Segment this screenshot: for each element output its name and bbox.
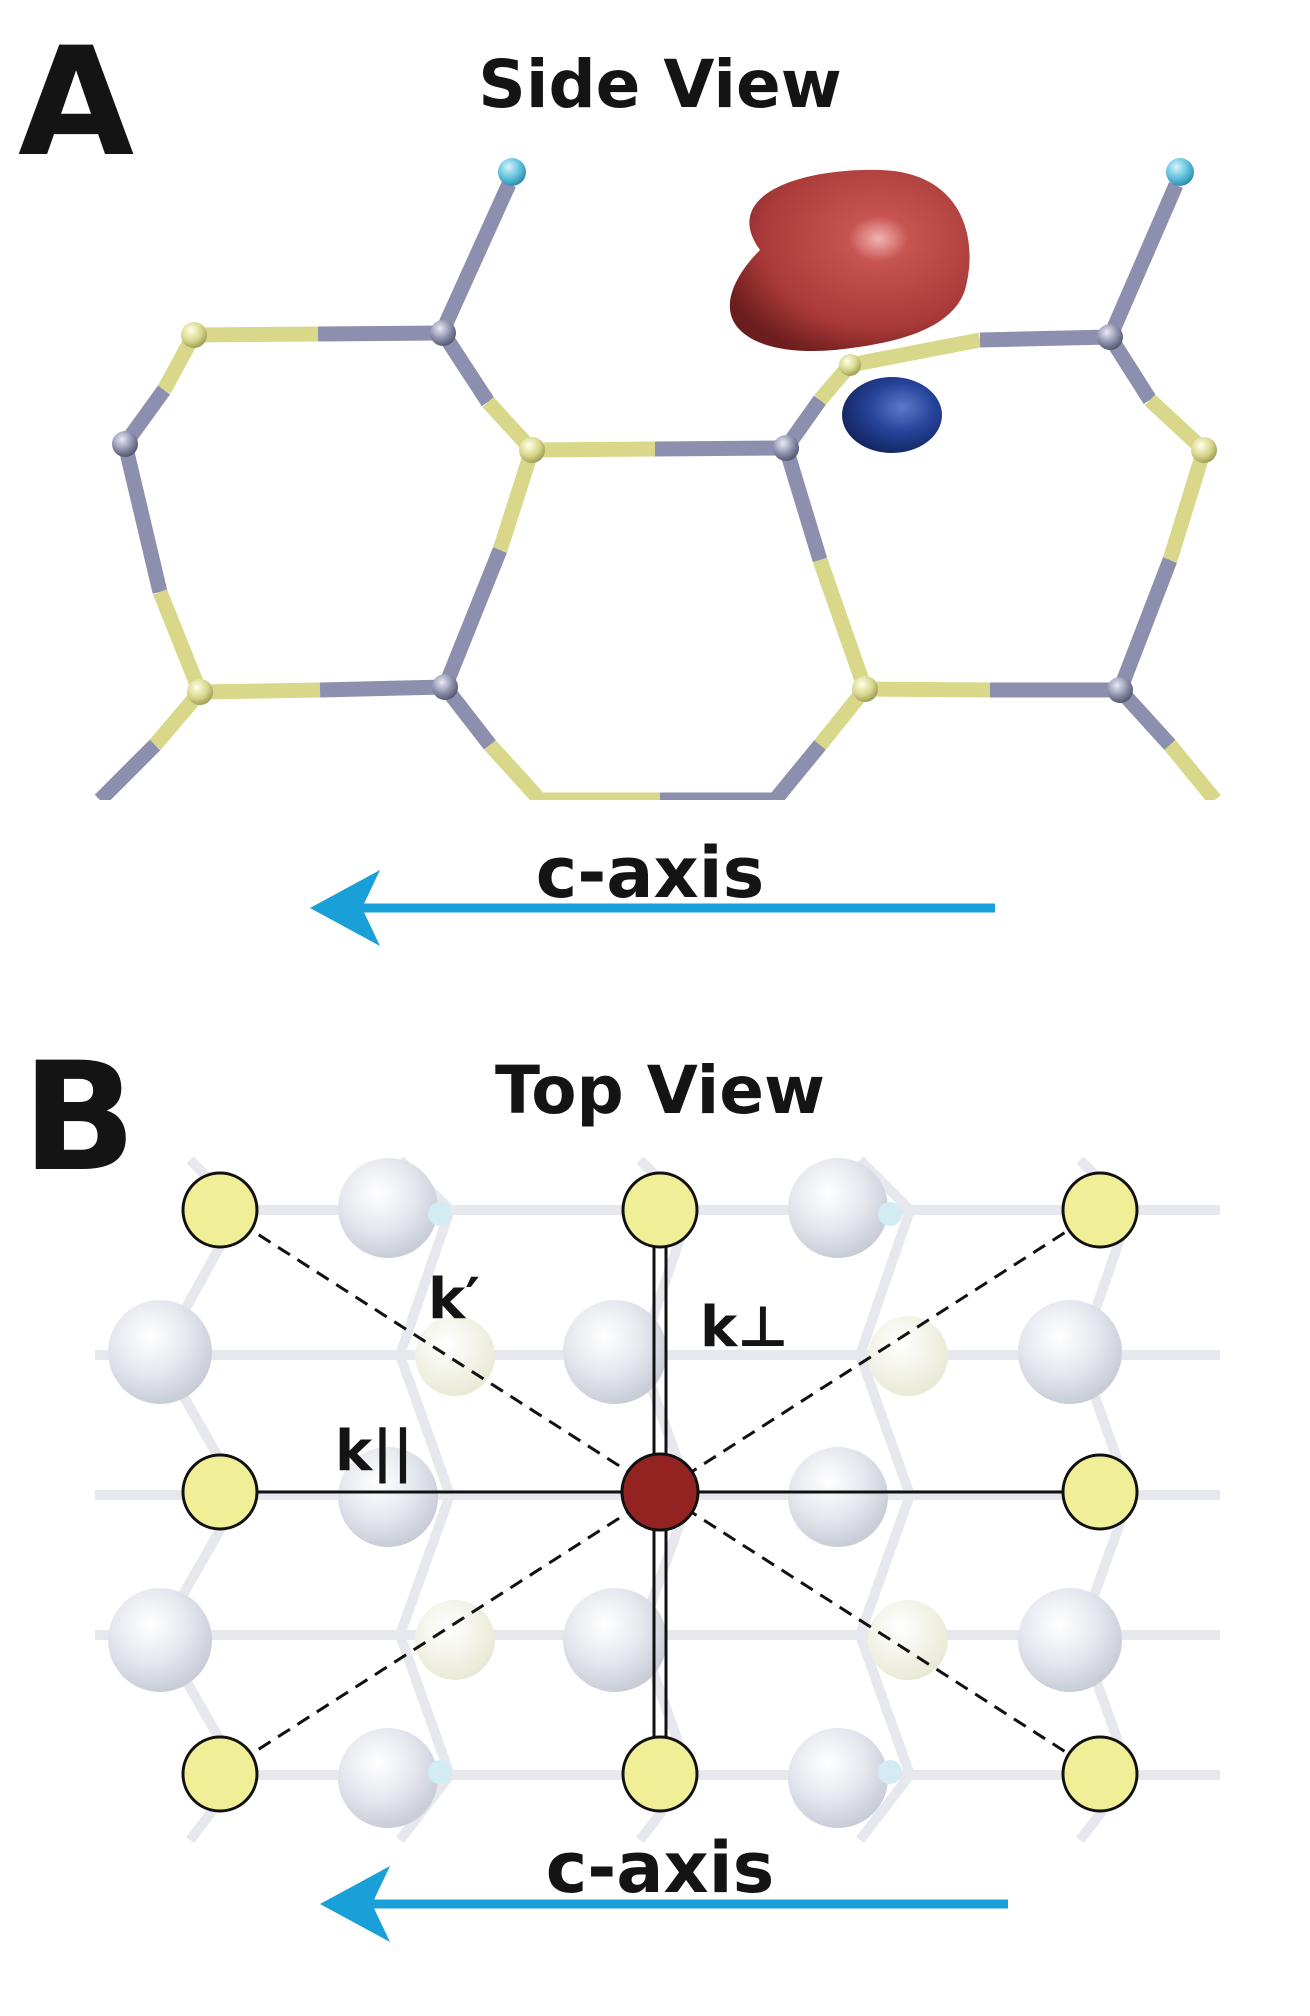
- bond: [94, 180, 1221, 800]
- k-prime-label: k′: [428, 1267, 481, 1332]
- k-prime-line: [219, 1208, 1101, 1776]
- k-parallel-label: k||: [335, 1419, 414, 1484]
- panel-b-letter: B: [22, 1031, 137, 1205]
- c-axis-arrow-a: [310, 870, 995, 946]
- center-site: [620, 1452, 700, 1532]
- panel-b-axis-label: c-axis: [545, 1827, 775, 1909]
- panel-a-letter: A: [18, 16, 135, 190]
- panel-a-axis-label: c-axis: [535, 832, 765, 914]
- c-axis-arrow-b: [320, 1866, 1008, 1942]
- hydrogen-atom: [1166, 158, 1194, 186]
- hydrogen-atom: [498, 158, 526, 186]
- orbital-lobe-blue: [842, 377, 942, 453]
- yellow-site: [181, 1171, 1139, 1813]
- panel-a-title: Side View: [478, 46, 842, 123]
- ghost-atom: [108, 1158, 1122, 1828]
- atom: [112, 320, 1217, 705]
- k-perp-label: k⊥: [700, 1295, 789, 1360]
- panel-b-title: Top View: [494, 1052, 826, 1129]
- orbital-lobe-red: [729, 169, 970, 351]
- k-prime-line: [219, 1208, 1101, 1776]
- side-view-structure: [94, 158, 1221, 800]
